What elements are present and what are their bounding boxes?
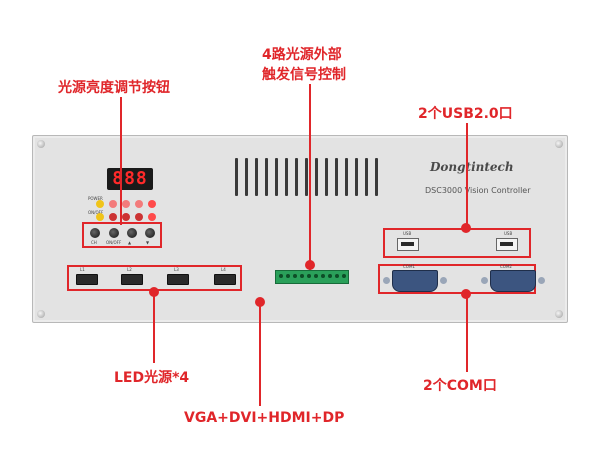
screw bbox=[555, 140, 563, 148]
callout-brightness-label: 光源亮度调节按钮 bbox=[58, 80, 170, 96]
com-label: COM1 bbox=[403, 264, 415, 269]
led-port-3[interactable] bbox=[167, 274, 189, 285]
usb-port-1[interactable] bbox=[397, 238, 419, 251]
led-port-label: L1 bbox=[80, 267, 85, 272]
brightness-buttons-highlight bbox=[82, 222, 162, 248]
usb-ports-highlight bbox=[383, 228, 531, 258]
screw bbox=[37, 310, 45, 318]
callout-dot bbox=[461, 223, 471, 233]
power-led bbox=[96, 200, 104, 208]
power-label: POWER bbox=[88, 196, 103, 201]
callout-line bbox=[153, 292, 155, 363]
indicator-led bbox=[148, 200, 156, 208]
ch-button-label: CH bbox=[91, 240, 97, 245]
down-button[interactable] bbox=[145, 228, 155, 238]
callout-usb-label: 2个USB2.0口 bbox=[418, 106, 513, 122]
callout-line bbox=[466, 123, 468, 228]
callout-led-label: LED光源*4 bbox=[114, 370, 190, 386]
led-port-label: L3 bbox=[174, 267, 179, 272]
callout-trigger-label-line2: 触发信号控制 bbox=[262, 67, 346, 83]
callout-line bbox=[466, 294, 468, 372]
com-label: COM2 bbox=[500, 264, 512, 269]
onoff-led bbox=[96, 213, 104, 221]
callout-trigger-label-line1: 4路光源外部 bbox=[262, 47, 342, 63]
onoff-button-label: ON/OFF bbox=[106, 240, 122, 245]
led-port-4[interactable] bbox=[214, 274, 236, 285]
trigger-terminal-block[interactable] bbox=[275, 270, 349, 284]
seven-segment-display: 888 bbox=[107, 168, 153, 190]
ch-button[interactable] bbox=[90, 228, 100, 238]
up-button[interactable] bbox=[127, 228, 137, 238]
down-button-label: ▼ bbox=[146, 240, 150, 245]
com-port-1[interactable] bbox=[383, 270, 447, 292]
usb-port-2[interactable] bbox=[496, 238, 518, 251]
indicator-led bbox=[122, 213, 130, 221]
indicator-led bbox=[109, 200, 117, 208]
callout-dot bbox=[305, 260, 315, 270]
callout-line bbox=[120, 97, 122, 225]
callout-video-label: VGA+DVI+HDMI+DP bbox=[184, 410, 345, 426]
led-port-2[interactable] bbox=[121, 274, 143, 285]
onoff-button[interactable] bbox=[109, 228, 119, 238]
screw bbox=[555, 310, 563, 318]
indicator-led bbox=[122, 200, 130, 208]
brand-logo-text: Dongtintech bbox=[430, 160, 514, 174]
indicator-led bbox=[135, 200, 143, 208]
callout-com-label: 2个COM口 bbox=[423, 378, 497, 394]
led-port-label: L2 bbox=[127, 267, 132, 272]
callout-line bbox=[259, 302, 261, 406]
usb-label: USB bbox=[403, 231, 412, 236]
indicator-led bbox=[109, 213, 117, 221]
callout-line bbox=[309, 84, 311, 270]
led-port-1[interactable] bbox=[76, 274, 98, 285]
com-port-2[interactable] bbox=[481, 270, 545, 292]
onoff-label: ON/OFF bbox=[88, 210, 104, 215]
model-name: DSC3000 Vision Controller bbox=[425, 186, 531, 195]
up-button-label: ▲ bbox=[128, 240, 132, 245]
led-port-label: L4 bbox=[221, 267, 226, 272]
screw bbox=[37, 140, 45, 148]
usb-label: USB bbox=[504, 231, 513, 236]
indicator-led bbox=[135, 213, 143, 221]
indicator-led bbox=[148, 213, 156, 221]
